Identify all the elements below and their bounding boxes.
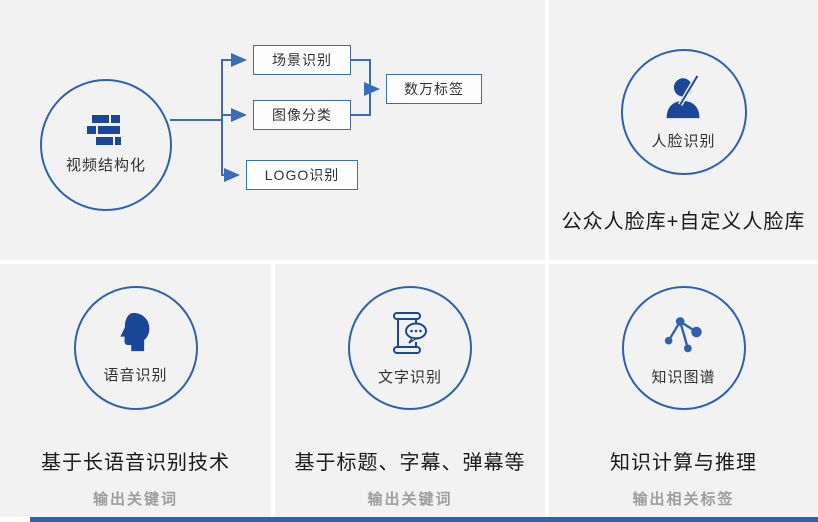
panel-speech-recognition: 语音识别 基于长语音识别技术 输出关键词 xyxy=(0,264,271,517)
film-blocks-icon xyxy=(87,115,121,145)
image-classification-box: 图像分类 xyxy=(253,100,351,130)
panel-knowledge-graph: 知识图谱 知识计算与推理 输出相关标签 xyxy=(549,264,818,517)
scroll-speech-bubble-icon xyxy=(393,312,427,354)
kg-caption: 知识计算与推理 xyxy=(610,452,757,474)
text-recognition-label: 文字识别 xyxy=(377,369,442,386)
speech-sub-caption: 输出关键词 xyxy=(92,491,178,508)
scene-recognition-box: 场景识别 xyxy=(253,45,351,75)
panel-text-recognition: 文字识别 基于标题、字幕、弹幕等 输出关键词 xyxy=(275,264,545,517)
video-structuring-circle: 视频结构化 xyxy=(40,79,172,211)
face-recognition-circle: 人脸识别 xyxy=(620,49,747,175)
ocr-sub-caption: 输出关键词 xyxy=(367,491,453,508)
ocr-caption: 基于标题、字幕、弹幕等 xyxy=(294,452,526,474)
panel-video-structuring: 视频结构化 场景识别 图像分类 LOGO识别 数万标签 xyxy=(0,0,545,260)
head-profile-icon xyxy=(119,312,149,352)
network-graph-icon xyxy=(664,317,702,353)
panel-face-recognition: 人脸识别 公众人脸库+自定义人脸库 xyxy=(549,0,818,260)
speech-recognition-label: 语音识别 xyxy=(103,367,168,384)
person-bust-pen-icon xyxy=(666,74,699,119)
logo-recognition-box: LOGO识别 xyxy=(246,160,358,190)
face-caption: 公众人脸库+自定义人脸库 xyxy=(561,211,806,233)
video-structuring-label: 视频结构化 xyxy=(65,157,146,174)
text-recognition-circle: 文字识别 xyxy=(348,286,472,410)
flow-connectors xyxy=(170,53,380,182)
bottom-accent-bar xyxy=(30,517,818,522)
knowledge-graph-label: 知识图谱 xyxy=(651,369,716,386)
kg-sub-caption: 输出相关标签 xyxy=(632,491,735,508)
face-recognition-label: 人脸识别 xyxy=(651,133,716,150)
tags-result-box: 数万标签 xyxy=(386,74,482,104)
speech-caption: 基于长语音识别技术 xyxy=(41,452,230,474)
speech-recognition-circle: 语音识别 xyxy=(73,286,198,410)
knowledge-graph-circle: 知识图谱 xyxy=(621,286,746,410)
